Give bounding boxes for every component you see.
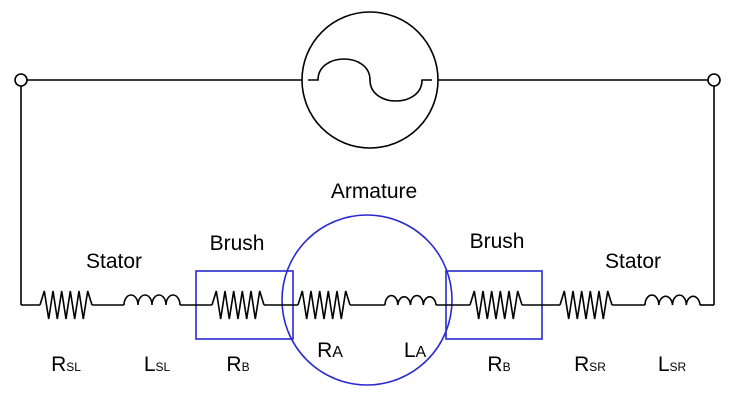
label-rb1-sub: B xyxy=(242,360,250,374)
label-rb1: RB xyxy=(226,353,249,376)
label-stator-left: Stator xyxy=(86,250,142,273)
inductor-lsl xyxy=(123,294,181,306)
label-rsl-sub: SL xyxy=(66,360,81,374)
label-ra-sub: A xyxy=(332,344,343,361)
label-stator-right: Stator xyxy=(605,250,661,273)
label-la: LA xyxy=(404,339,427,362)
label-rb2-sub: B xyxy=(503,360,511,374)
terminal-left xyxy=(14,73,28,87)
label-lsr: LSR xyxy=(658,353,687,376)
label-rsr: RSR xyxy=(574,353,606,376)
label-rb2-letter: R xyxy=(487,353,502,376)
label-rsl: RSL xyxy=(51,353,81,376)
label-lsl-letter: L xyxy=(144,353,156,376)
label-la-sub: A xyxy=(416,344,427,361)
terminal-right xyxy=(707,73,721,87)
resistor-ra xyxy=(297,290,351,320)
ac-source-icon xyxy=(301,11,439,149)
armature-outline xyxy=(281,214,453,386)
component-chain xyxy=(21,290,714,320)
label-rsr-sub: SR xyxy=(589,360,606,374)
label-rsl-letter: R xyxy=(51,353,66,376)
resistor-rsl xyxy=(39,290,93,320)
label-rsr-letter: R xyxy=(574,353,589,376)
label-lsr-letter: L xyxy=(658,353,670,376)
label-lsr-sub: SR xyxy=(670,360,687,374)
label-brush-right: Brush xyxy=(470,230,525,253)
label-brush-left: Brush xyxy=(210,232,265,255)
resistor-rsr xyxy=(559,290,613,320)
inductor-la xyxy=(384,294,437,306)
label-rb1-letter: R xyxy=(226,353,241,376)
label-lsl-sub: SL xyxy=(156,360,171,374)
resistor-rb1 xyxy=(211,290,265,320)
label-la-letter: L xyxy=(404,339,416,362)
label-lsl: LSL xyxy=(144,353,171,376)
label-ra: RA xyxy=(317,339,343,362)
inductor-lsr xyxy=(644,294,701,306)
armature-title: Armature xyxy=(331,180,417,203)
label-rb2: RB xyxy=(487,353,510,376)
resistor-rb2 xyxy=(469,290,523,320)
label-ra-letter: R xyxy=(317,339,332,362)
